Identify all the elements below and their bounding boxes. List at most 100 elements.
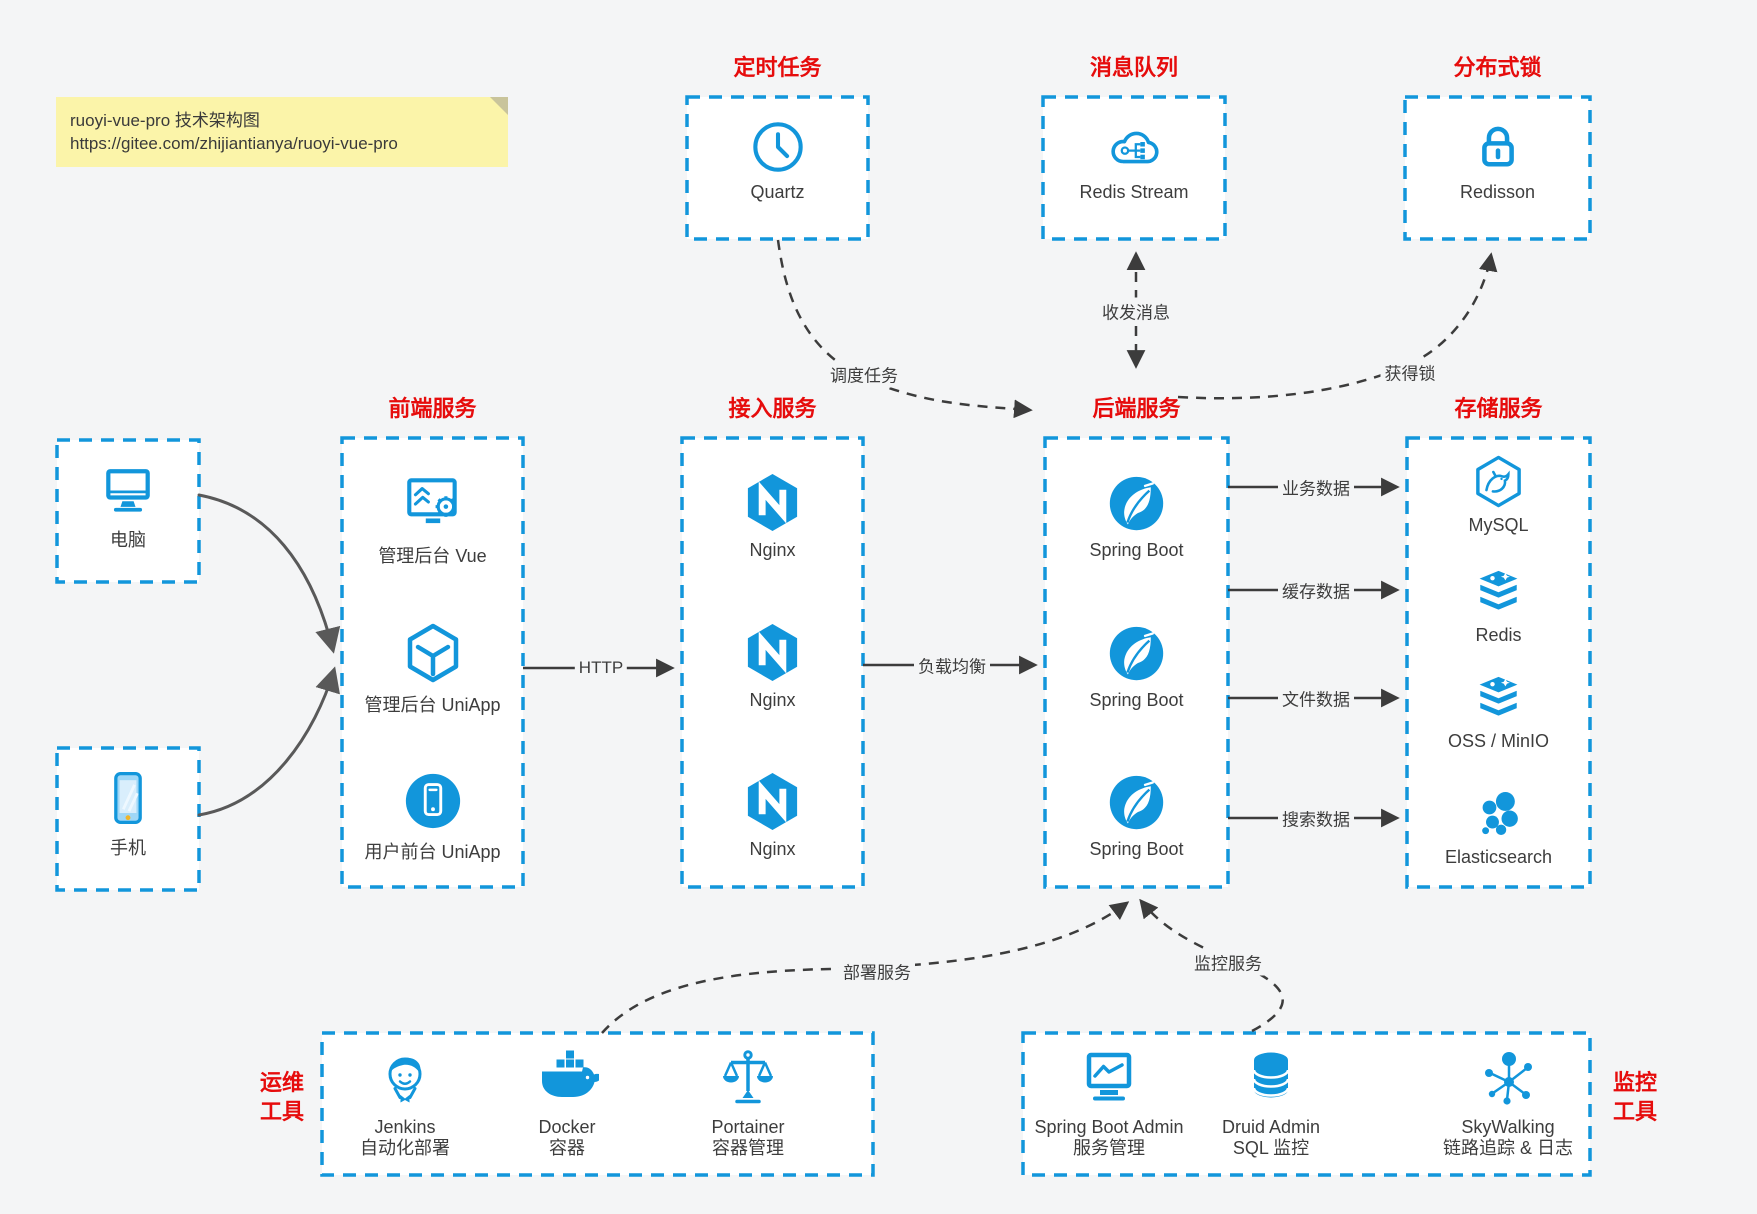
spring-boot-icon xyxy=(1106,772,1167,833)
backend-title: 后端服务 xyxy=(1092,396,1181,421)
scheduler-title: 定时任务 xyxy=(733,55,822,80)
sticky-note: ruoyi-vue-pro 技术架构图 https://gitee.com/zh… xyxy=(56,97,508,167)
monitoring-title: 监控 工具 xyxy=(1600,1068,1670,1126)
node-portainer: Portainer 容器管理 xyxy=(668,1046,828,1159)
edge-label-load-balance: 负载均衡 xyxy=(914,651,990,679)
node-skywalking: SkyWalking 链路追踪 & 日志 xyxy=(1428,1046,1588,1159)
edge-acquire-lock xyxy=(1177,252,1498,400)
edge-computer-to-frontend xyxy=(197,493,341,654)
mysql-icon xyxy=(1471,454,1526,509)
edge-label-deploy-service: 部署服务 xyxy=(839,957,915,985)
spring-boot-icon xyxy=(1106,623,1167,684)
elasticsearch-icon xyxy=(1471,786,1526,841)
monitoring-title-line2: 工具 xyxy=(1612,1099,1657,1124)
node-springboot-2: Spring Boot xyxy=(1045,623,1228,711)
node-admin-vue: 管理后台 Vue xyxy=(342,470,523,568)
node-label-name: Jenkins xyxy=(374,1117,436,1137)
node-label: SkyWalking 链路追踪 & 日志 xyxy=(1428,1117,1588,1159)
lock-title: 分布式锁 xyxy=(1453,55,1542,80)
node-label: Redis Stream xyxy=(1079,182,1189,202)
node-redis-stream: Redis Stream xyxy=(1043,118,1225,203)
node-nginx-1: Nginx xyxy=(682,471,863,561)
node-springboot-admin: Spring Boot Admin 服务管理 xyxy=(1019,1046,1199,1159)
node-label-sub: 自动化部署 xyxy=(360,1138,450,1158)
frontend-title: 前端服务 xyxy=(388,396,477,421)
node-label: Druid Admin SQL 监控 xyxy=(1191,1117,1351,1159)
node-admin-uniapp: 管理后台 UniApp xyxy=(342,621,523,717)
nginx-icon xyxy=(741,770,804,833)
node-label-sub: 链路追踪 & 日志 xyxy=(1442,1138,1573,1158)
node-label: Redisson xyxy=(1459,182,1536,202)
node-druid-admin: Druid Admin SQL 监控 xyxy=(1191,1046,1351,1159)
edge-label-http: HTTP xyxy=(574,657,628,679)
cloud-stream-icon xyxy=(1105,118,1163,176)
spring-boot-icon xyxy=(1106,473,1167,534)
node-label: Nginx xyxy=(749,540,796,560)
edge-schedule-task xyxy=(776,239,1033,419)
node-label: Nginx xyxy=(749,839,796,859)
node-nginx-2: Nginx xyxy=(682,621,863,711)
node-label: Spring Boot xyxy=(1089,839,1184,859)
node-springboot-3: Spring Boot xyxy=(1045,772,1228,860)
node-label: 电脑 xyxy=(110,530,146,550)
redis-stack-icon xyxy=(1471,564,1526,619)
node-quartz: Quartz xyxy=(687,118,868,203)
note-fold-corner xyxy=(490,97,508,115)
edge-label-business-data: 业务数据 xyxy=(1278,473,1354,501)
node-label: Quartz xyxy=(750,182,805,202)
nginx-icon xyxy=(741,471,804,534)
devops-title: 运维 工具 xyxy=(247,1068,317,1126)
edge-label-cache-data: 缓存数据 xyxy=(1278,576,1354,604)
database-icon xyxy=(1239,1046,1303,1110)
node-nginx-3: Nginx xyxy=(682,770,863,860)
topology-icon xyxy=(1476,1046,1540,1110)
node-label: 管理后台 UniApp xyxy=(364,695,501,715)
node-label: Portainer 容器管理 xyxy=(668,1117,828,1159)
node-redisson: Redisson xyxy=(1405,118,1590,203)
node-springboot-1: Spring Boot xyxy=(1045,473,1228,561)
node-label: 管理后台 Vue xyxy=(378,546,487,566)
note-url: https://gitee.com/zhijiantianya/ruoyi-vu… xyxy=(70,134,398,153)
node-label-sub: 容器管理 xyxy=(712,1138,784,1158)
node-label: MySQL xyxy=(1468,515,1529,535)
node-docker: Docker 容器 xyxy=(487,1046,647,1159)
scales-icon xyxy=(716,1046,780,1110)
devops-title-line1: 运维 xyxy=(259,1070,304,1095)
storage-title: 存储服务 xyxy=(1454,396,1543,421)
node-phone: 手机 xyxy=(57,768,199,860)
node-user-uniapp: 用户前台 UniApp xyxy=(342,770,523,864)
node-label: Spring Boot xyxy=(1089,690,1184,710)
node-label: Docker 容器 xyxy=(487,1117,647,1159)
mq-title: 消息队列 xyxy=(1089,55,1178,80)
docker-whale-icon xyxy=(535,1046,599,1110)
node-label-name: Spring Boot Admin xyxy=(1034,1117,1184,1137)
node-mysql: MySQL xyxy=(1407,454,1590,536)
node-label-name: Portainer xyxy=(711,1117,785,1137)
node-jenkins: Jenkins 自动化部署 xyxy=(325,1046,485,1159)
node-label: 手机 xyxy=(110,838,146,858)
monitoring-title-line1: 监控 xyxy=(1612,1070,1657,1095)
jenkins-icon xyxy=(373,1046,437,1110)
user-app-icon xyxy=(402,770,464,832)
devops-title-line2: 工具 xyxy=(259,1099,304,1124)
node-label-sub: 容器 xyxy=(549,1138,585,1158)
node-label-sub: 服务管理 xyxy=(1073,1138,1145,1158)
node-label: Jenkins 自动化部署 xyxy=(325,1117,485,1159)
node-elasticsearch: Elasticsearch xyxy=(1407,786,1590,868)
node-label-name: Docker xyxy=(538,1117,596,1137)
nginx-icon xyxy=(741,621,804,684)
node-label-name: Druid Admin xyxy=(1221,1117,1321,1137)
admin-vue-icon xyxy=(400,470,466,536)
node-label-sub: SQL 监控 xyxy=(1232,1138,1310,1158)
node-oss-minio: OSS / MinIO xyxy=(1407,670,1590,752)
smartphone-icon xyxy=(98,768,158,828)
oss-minio-icon xyxy=(1471,670,1526,725)
node-label: OSS / MinIO xyxy=(1447,731,1550,751)
node-computer: 电脑 xyxy=(57,460,199,552)
edge-label-send-receive-msg: 收发消息 xyxy=(1098,297,1174,325)
edge-label-acquire-lock: 获得锁 xyxy=(1380,358,1440,386)
padlock-icon xyxy=(1469,118,1527,176)
node-label: Redis xyxy=(1475,625,1522,645)
admin-monitor-icon xyxy=(1077,1046,1141,1110)
